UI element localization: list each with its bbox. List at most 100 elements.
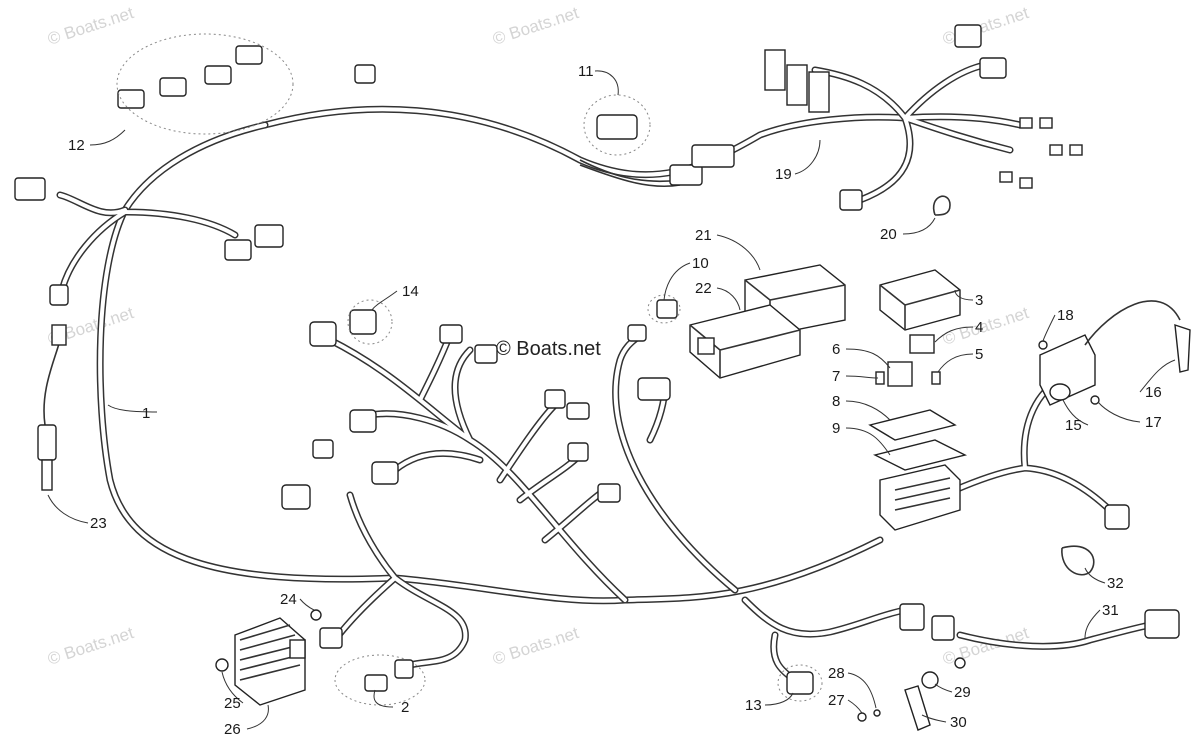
fuse-box [879,464,961,531]
callout-30: 30 [950,714,967,731]
connector-11 [596,114,638,140]
connector-center-1 [439,324,463,344]
connector-center-5 [544,389,566,409]
relay-cover-3 [879,269,961,331]
connector-mid-top-2 [691,144,735,168]
callout-25: 25 [224,695,241,712]
connector-pair-left [899,603,925,631]
callout-24: 24 [280,591,297,608]
retainer-ring-32 [1061,545,1095,576]
ignition-coil-15 [1039,300,1181,406]
callout-31: 31 [1102,602,1119,619]
spade-terminals [999,117,1083,189]
nut-18 [1038,340,1048,350]
callout-18: 18 [1057,307,1074,324]
callout-5: 5 [975,346,983,363]
connector-top-right-2 [954,24,982,48]
callout-19: 19 [775,166,792,183]
callout-14: 14 [402,283,419,300]
connector-right-top [979,57,1007,79]
callout-6: 6 [832,341,840,358]
leader-lines [47,70,1176,730]
watermark-text: © Boats.net [490,3,581,49]
watermark-text: © Boats.net [45,3,136,49]
center-watermark-text: © Boats.net [496,338,601,360]
connector-14 [349,309,377,335]
connector-mid-top [669,164,703,186]
connector-lower-left [281,484,311,510]
connector-center-2 [474,344,498,364]
connector-cluster-12 [117,45,263,109]
spark-cap-16 [1174,323,1191,373]
callout-17: 17 [1145,414,1162,431]
connector-upper-left-2 [224,239,252,261]
callout-15: 15 [1065,417,1082,434]
connector-10-small [627,324,647,342]
voltage-regulator-26 [234,617,306,706]
callout-2: 2 [401,699,409,716]
callout-3: 3 [975,292,983,309]
hardware-parts [37,195,1191,731]
callout-13: 13 [745,697,762,714]
callout-27: 27 [828,692,845,709]
callout-9: 9 [832,420,840,437]
connector-center-6 [566,402,590,420]
connector-31 [1144,609,1180,639]
callout-29: 29 [954,684,971,701]
callout-26: 26 [224,721,241,738]
connector-ecm-plug [637,377,671,401]
ecm-module-22 [689,304,801,379]
watermark-layer: © Boats.net © Boats.net © Boats.net © Bo… [45,3,1031,669]
callout-32: 32 [1107,575,1124,592]
connector-13 [786,671,814,695]
connector-top-right [354,64,376,84]
callout-1: 1 [142,405,150,422]
connector-center-4 [371,461,399,485]
connector-14-left [309,321,337,347]
fuse-5 [931,371,941,385]
callout-16: 16 [1145,384,1162,401]
screw-27 [857,712,867,722]
gasket-9 [872,439,968,471]
callout-4: 4 [975,319,983,336]
connector-right-lower [1104,504,1130,530]
connector-center-3 [349,409,377,433]
connector-pair-right [931,615,955,641]
clip-20 [932,195,951,216]
relay-4 [909,334,935,354]
watermark-text: © Boats.net [490,623,581,669]
connector-lower-mid [319,627,343,649]
connector-left-mid [49,284,69,306]
callout-7: 7 [832,368,840,385]
connector-10 [656,299,678,319]
connector-center-7 [567,442,589,462]
callout-28: 28 [828,665,845,682]
callout-12: 12 [68,137,85,154]
callout-22: 22 [695,280,712,297]
callout-labels: 1 2 3 4 5 6 7 8 9 10 11 12 13 14 15 16 1… [68,63,1162,738]
connector-center-8 [597,483,621,503]
callout-20: 20 [880,226,897,243]
watermark-text: © Boats.net [45,623,136,669]
callout-11: 11 [578,63,594,80]
connector-upper-left [254,224,284,248]
screw-24 [310,609,322,621]
callout-21: 21 [695,227,712,244]
connector-right-bottom [839,189,863,211]
washer-29 [921,671,939,689]
washer-28 [873,709,881,717]
electrical-components [689,264,968,531]
callout-10: 10 [692,255,709,272]
callout-23: 23 [90,515,107,532]
relay-fuse-2 [364,659,414,692]
fuse-label-8 [868,409,957,441]
connector-group [14,24,1180,695]
watermark-text: © Boats.net [940,3,1031,49]
o2-sensor-23 [37,324,67,491]
relay-block-group [764,49,830,113]
screw-17 [1090,395,1100,405]
callout-8: 8 [832,393,840,410]
nut-25 [215,658,229,672]
sensor-30 [904,685,931,731]
